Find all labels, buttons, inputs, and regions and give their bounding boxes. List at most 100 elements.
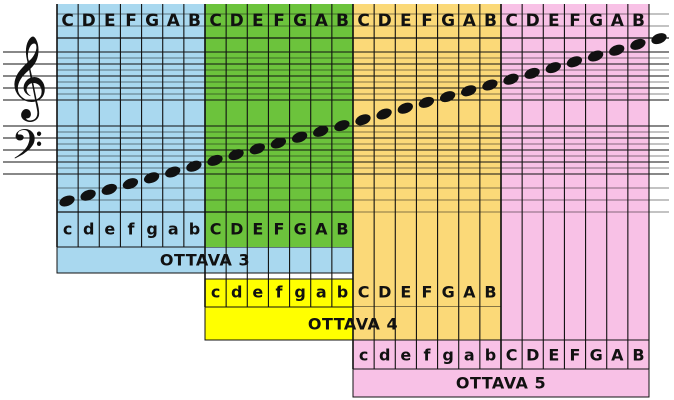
lower-note-label: A [315, 220, 328, 239]
lower-note-label: a [464, 346, 475, 365]
top-note-label: C [209, 11, 221, 31]
note-head [651, 33, 667, 45]
octave4-panel [353, 4, 501, 340]
top-note-label: F [273, 11, 285, 31]
lower-note-label: c [211, 283, 220, 302]
top-note-label: F [125, 11, 137, 31]
note-head [313, 125, 329, 137]
lower-note-label: B [336, 220, 348, 239]
bass-clef-icon: 𝄢 [11, 121, 43, 179]
grid-lines [56, 4, 669, 369]
note-head [461, 85, 477, 97]
note-head [524, 67, 540, 79]
lower-note-label: e [104, 220, 115, 239]
lower-note-label: D [378, 283, 391, 302]
lower-note-label: d [379, 346, 390, 365]
note-head [418, 96, 435, 108]
lower-note-label: f [276, 283, 284, 302]
lower-note-label: E [252, 220, 263, 239]
octave3-title: OTTAVA 3 [160, 251, 250, 270]
lower-note-label: C [358, 283, 370, 302]
lower-note-label: f [128, 220, 136, 239]
lower-note-label: g [442, 346, 453, 365]
top-note-label: D [526, 11, 540, 31]
lower-note-label: G [590, 346, 603, 365]
note-head [630, 38, 646, 50]
top-note-label: B [632, 11, 645, 31]
lower-note-label: b [189, 220, 200, 239]
note-head [291, 131, 308, 143]
top-note-label: D [378, 11, 392, 31]
top-note-label: C [505, 11, 517, 31]
note-head [101, 183, 117, 195]
note-head [143, 172, 160, 184]
lower-note-label: F [422, 283, 433, 302]
lower-note-label: d [231, 283, 242, 302]
top-note-label: C [61, 11, 73, 31]
octave5-title: OTTAVA 5 [456, 374, 546, 393]
top-note-label: A [463, 11, 477, 31]
note-head [503, 73, 519, 85]
lower-note-label: A [611, 346, 624, 365]
note-head [228, 149, 244, 161]
lower-note-label: D [230, 220, 243, 239]
note-head [609, 44, 625, 56]
note-head [270, 137, 287, 149]
lower-note-label: F [274, 220, 285, 239]
lower-note-label: G [294, 220, 307, 239]
lower-note-label: a [316, 283, 327, 302]
lower-note-label: g [294, 283, 305, 302]
note-head [566, 56, 583, 68]
note-head [186, 160, 202, 172]
note-head [59, 195, 75, 207]
note-head [207, 154, 223, 166]
top-note-label: E [104, 11, 116, 31]
octave5-panel [501, 4, 649, 340]
note-head [80, 189, 96, 201]
top-note-label: E [400, 11, 412, 31]
lower-note-label: D [526, 346, 539, 365]
lower-note-label: f [424, 346, 432, 365]
note-head [122, 178, 139, 190]
lower-note-label: A [463, 283, 476, 302]
lower-note-label: B [484, 283, 496, 302]
top-note-label: G [589, 11, 603, 31]
note-head [545, 62, 561, 74]
lower-note-label: b [485, 346, 496, 365]
note-head [334, 120, 350, 132]
top-note-label: A [611, 11, 625, 31]
octave5-title-bar [352, 368, 650, 398]
note-head [482, 79, 498, 91]
treble-clef-icon: 𝄞 [6, 34, 49, 122]
lower-note-label: C [506, 346, 518, 365]
top-note-label: G [441, 11, 455, 31]
top-note-label: E [548, 11, 560, 31]
note-head [397, 102, 413, 114]
top-note-label: G [293, 11, 307, 31]
lower-note-label: g [146, 220, 157, 239]
lower-note-label: C [210, 220, 222, 239]
note-head [376, 108, 392, 120]
top-note-label: C [357, 11, 369, 31]
top-note-label: A [315, 11, 329, 31]
lower-note-label: c [63, 220, 72, 239]
top-note-label: D [230, 11, 244, 31]
note-head [165, 166, 181, 178]
lower-note-label: E [400, 283, 411, 302]
top-note-label: E [252, 11, 264, 31]
lower-note-label: e [252, 283, 263, 302]
top-note-label: A [167, 11, 181, 31]
lower-note-label: b [337, 283, 348, 302]
lower-note-label: d [83, 220, 94, 239]
top-note-label: F [421, 11, 433, 31]
lower-note-label: c [359, 346, 368, 365]
note-heads [59, 33, 667, 207]
lower-note-label: E [548, 346, 559, 365]
top-note-label: D [82, 11, 96, 31]
note-head [439, 91, 456, 103]
note-head [249, 143, 265, 155]
top-note-label: F [569, 11, 581, 31]
octave4-title-bar-right [353, 307, 501, 340]
lower-note-label: F [570, 346, 581, 365]
